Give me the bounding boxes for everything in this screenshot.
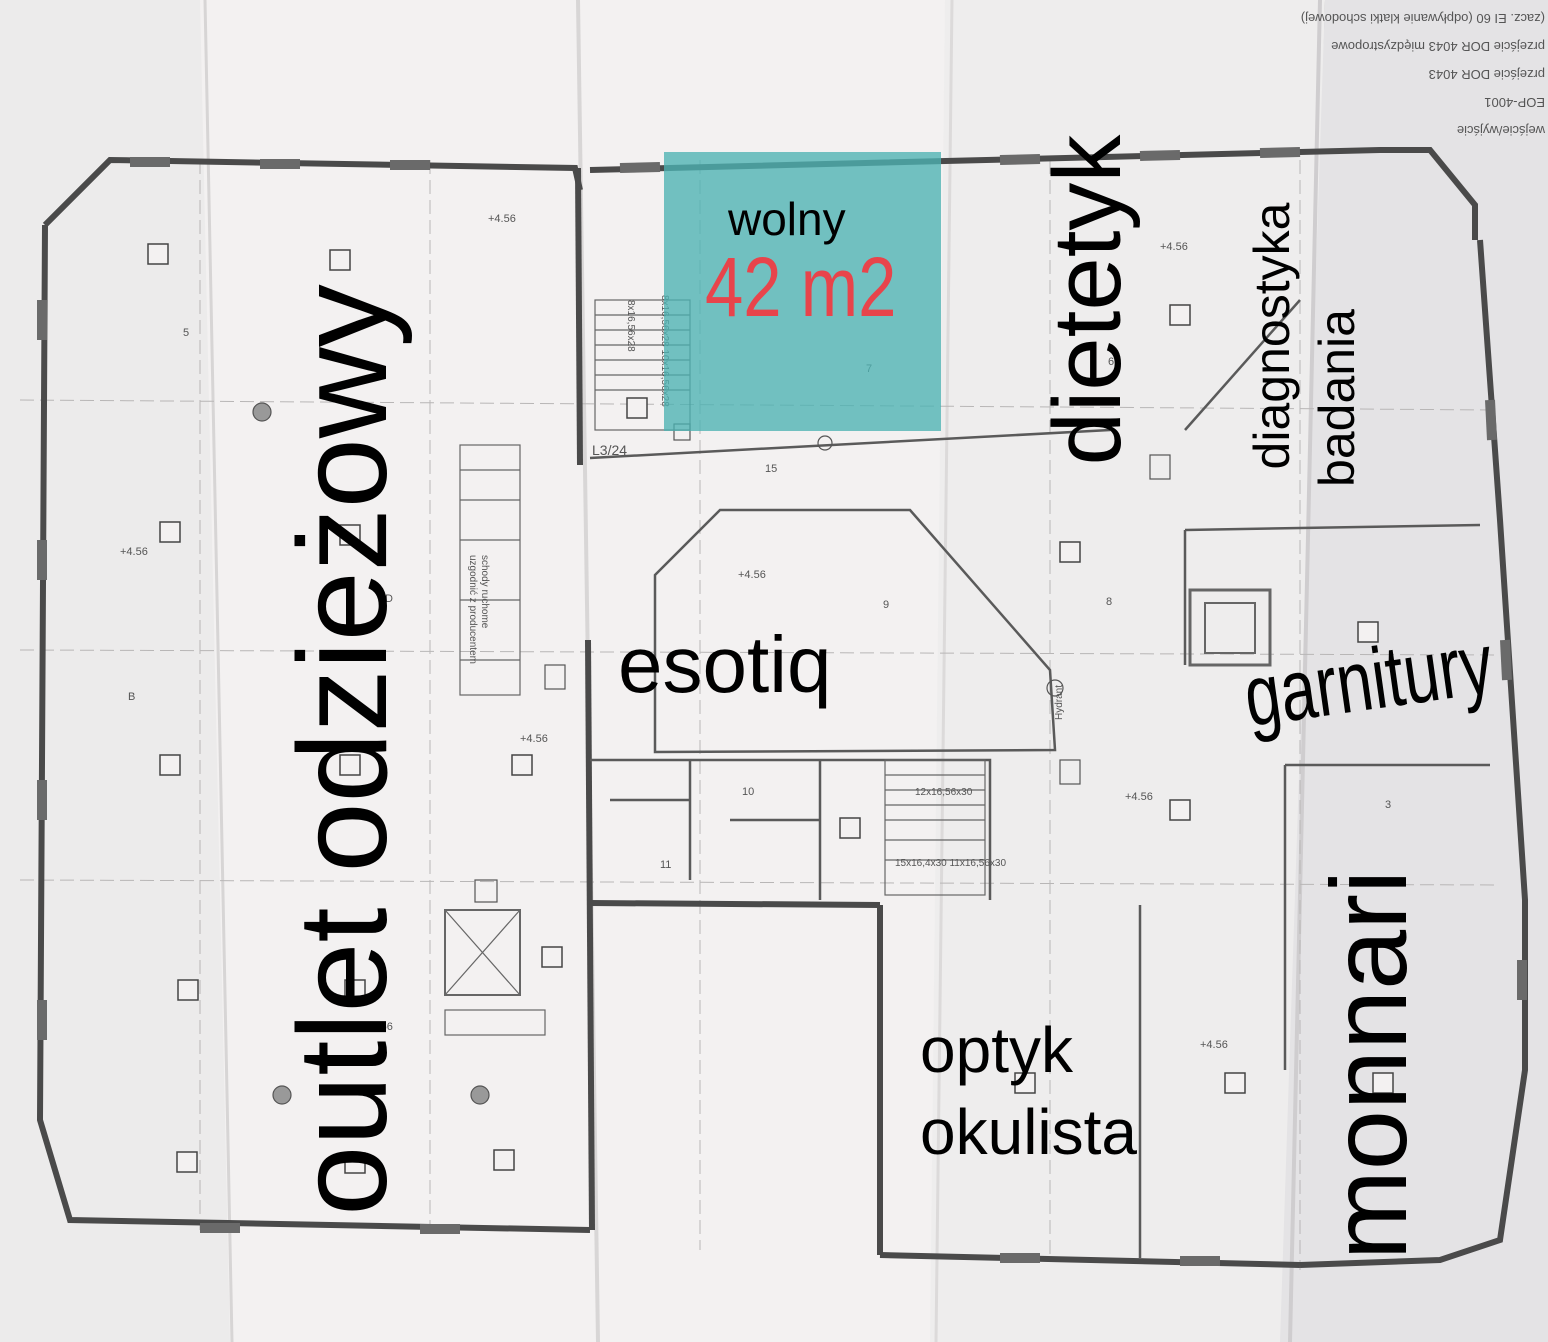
room-5-label: 5 [183, 327, 189, 339]
tenant-outlet-label: outlet odzieżowy [272, 284, 413, 1216]
paper-sheet-far-right [1280, 0, 1548, 1342]
stair-label-3: 12x16,56x30 [915, 787, 973, 798]
room-8-label: 8 [1106, 596, 1112, 608]
room-10-label: 10 [742, 786, 754, 798]
escalator-note-label: uzgodnić z producentem [467, 555, 478, 664]
corner-notes: (zacz. EI 60 (odpływanie klatki schodowe… [1301, 11, 1546, 138]
corner-note-3: przejście DOR 4043 [1429, 67, 1545, 82]
tenant-badania-label: badania [1309, 309, 1365, 487]
room-6-label: 6 [1108, 356, 1114, 368]
level-label-2: +4.56 [120, 546, 148, 558]
free-unit-status: wolny [728, 193, 846, 245]
room-3-label: 3 [1385, 799, 1391, 811]
tenant-esotiq-label: esotiq [618, 620, 832, 709]
level-label-6: +4.56 [1160, 241, 1188, 253]
room-9-label: 9 [883, 599, 889, 611]
hydrant-label: Hydrant [1054, 685, 1065, 720]
tenant-monnari-label: monnari [1308, 869, 1429, 1261]
tenant-diagnostyka-label: diagnostyka [1244, 202, 1300, 470]
level-label-7: +4.56 [520, 733, 548, 745]
level-label: +4.56 [488, 213, 516, 225]
room-b-label: B [128, 691, 135, 703]
room-d-label: D [385, 593, 393, 605]
stair-label-1: 8x16,56x28 [625, 300, 636, 352]
tenant-dietetyk-label: dietetyk [1034, 134, 1141, 466]
paper-sheet-right [930, 0, 1325, 1342]
room-15-label: 15 [765, 463, 777, 475]
corner-note-4: EOP-4001 [1484, 95, 1545, 110]
corner-note-5: wejście/wyjście [1457, 123, 1546, 138]
level-code-label: L3/24 [592, 442, 627, 458]
sensor-symbols [147, 243, 1394, 1174]
level-label-3: +4.56 [738, 569, 766, 581]
free-unit-highlight [664, 152, 941, 431]
corner-note-1: (zacz. EI 60 (odpływanie klatki schodowe… [1301, 11, 1545, 26]
corner-note-2: przejście DOR 4043 międzystropowe [1331, 39, 1545, 54]
room-11-label: 11 [660, 859, 671, 871]
escalator-label: schody ruchome [479, 555, 490, 629]
tenant-optyk-label: optyk [920, 1014, 1073, 1086]
tenant-okulista-label: okulista [920, 1096, 1137, 1168]
outer-walls [36, 147, 1528, 1268]
level-label-4: +4.56 [1125, 791, 1153, 803]
level-label-5: +4.56 [1200, 1039, 1228, 1051]
stair-label-4: 15x16,4x30 11x16,56x30 [895, 858, 1006, 869]
level-label-8: +4.56 [365, 1021, 393, 1033]
free-unit-area: 42 m2 [705, 240, 897, 334]
